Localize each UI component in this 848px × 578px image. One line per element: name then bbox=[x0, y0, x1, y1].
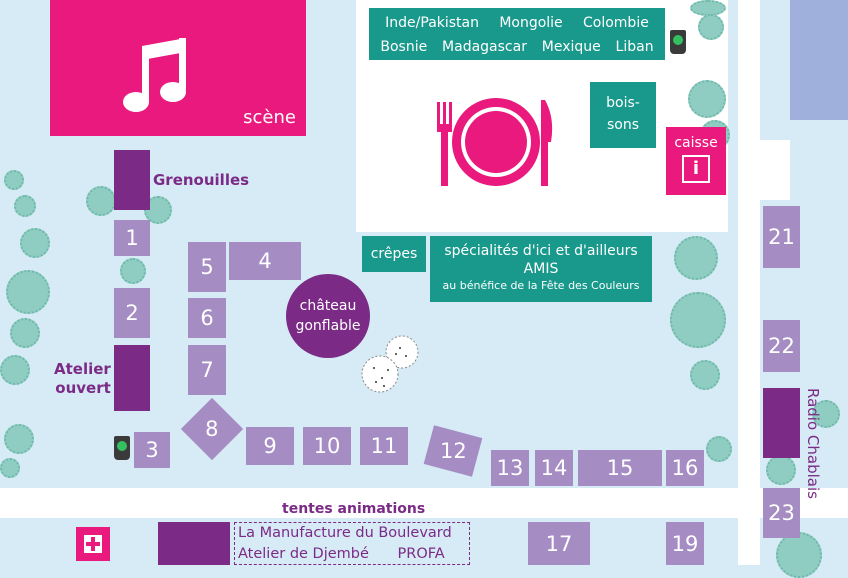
atelier-label-line: ouvert bbox=[55, 379, 111, 397]
street-right bbox=[738, 0, 760, 565]
recycling-bin-icon bbox=[114, 436, 130, 460]
grenouilles-label: Grenouilles bbox=[153, 171, 250, 189]
tree bbox=[14, 195, 36, 217]
stand-21[interactable]: 21 bbox=[763, 206, 800, 268]
tree bbox=[812, 400, 840, 428]
building-far-right bbox=[790, 0, 848, 120]
specialites-line1: spécialités d'ici et d'ailleurs bbox=[444, 243, 638, 259]
specialites-stand[interactable]: spécialités d'ici et d'ailleurs AMIS au … bbox=[430, 236, 652, 302]
stand-12[interactable]: 12 bbox=[423, 425, 483, 477]
stand-10[interactable]: 10 bbox=[303, 427, 351, 465]
tree bbox=[670, 292, 726, 348]
country-label: Bosnie bbox=[380, 39, 428, 55]
stand-15[interactable]: 15 bbox=[578, 450, 662, 486]
radio-chablais-label: Radio Chablais bbox=[804, 388, 822, 499]
atelier-ouvert-tent[interactable] bbox=[114, 345, 150, 411]
tree bbox=[776, 532, 822, 578]
stand-12-number: 12 bbox=[439, 438, 467, 463]
tree bbox=[0, 458, 20, 478]
tree bbox=[688, 80, 726, 118]
tree bbox=[690, 360, 720, 390]
crepes-stand[interactable]: crêpes bbox=[362, 236, 426, 272]
country-label: Mexique bbox=[541, 39, 601, 55]
stand-8-number: 8 bbox=[205, 417, 219, 441]
tree bbox=[706, 436, 732, 462]
stand-2[interactable]: 2 bbox=[114, 288, 150, 338]
stand-7[interactable]: 7 bbox=[188, 345, 226, 395]
plate-cutlery-icon bbox=[437, 98, 553, 186]
stage[interactable]: scène bbox=[50, 0, 306, 136]
cashier-booth[interactable]: caisse i bbox=[666, 127, 726, 195]
tree bbox=[698, 14, 724, 40]
animations-row1: La Manufacture du Boulevard bbox=[238, 525, 452, 541]
stand-23[interactable]: 23 bbox=[763, 488, 800, 538]
tree bbox=[10, 318, 40, 348]
tree bbox=[86, 186, 116, 216]
stand-17[interactable]: 17 bbox=[528, 522, 590, 565]
music-note-icon bbox=[123, 38, 186, 112]
atelier-label-line: Atelier bbox=[54, 360, 111, 378]
tree bbox=[674, 236, 718, 280]
stand-1[interactable]: 1 bbox=[114, 220, 150, 256]
animations-item: Atelier de Djembé bbox=[238, 546, 369, 562]
tentes-animations-label: tentes animations bbox=[282, 501, 426, 517]
countries-row-1: Inde/Pakistan Mongolie Colombie bbox=[369, 11, 665, 35]
stage-label: scène bbox=[243, 107, 296, 128]
grenouilles-tent[interactable] bbox=[114, 150, 150, 210]
food-countries-block[interactable]: Inde/Pakistan Mongolie Colombie Bosnie M… bbox=[369, 8, 665, 60]
stand-16[interactable]: 16 bbox=[666, 450, 704, 486]
crepes-label: crêpes bbox=[370, 246, 418, 262]
first-aid-icon bbox=[76, 527, 110, 561]
animation-tent[interactable] bbox=[158, 522, 230, 565]
stand-14[interactable]: 14 bbox=[535, 450, 573, 486]
radio-chablais-tent[interactable] bbox=[763, 388, 800, 458]
stand-11[interactable]: 11 bbox=[360, 427, 408, 465]
animations-item: PROFA bbox=[397, 546, 445, 562]
tree bbox=[6, 270, 50, 314]
specialites-line2: AMIS bbox=[523, 261, 559, 277]
drinks-label: sons bbox=[606, 117, 640, 133]
tree bbox=[0, 355, 30, 385]
stand-6[interactable]: 6 bbox=[188, 298, 226, 338]
castle-label: gonflable bbox=[295, 318, 361, 334]
stand-13[interactable]: 13 bbox=[491, 450, 529, 486]
country-label: Madagascar bbox=[442, 39, 527, 55]
drinks-stand[interactable]: bois- sons bbox=[590, 82, 656, 148]
drinks-label: bois- bbox=[606, 95, 640, 111]
recycling-bin-icon bbox=[670, 30, 686, 54]
animations-row2: Atelier de Djembé PROFA bbox=[238, 544, 469, 565]
tree bbox=[20, 228, 50, 258]
info-icon: i bbox=[682, 155, 710, 183]
bouncy-castle[interactable]: château gonflable bbox=[286, 274, 370, 358]
specialites-line3: au bénéfice de la Fête des Couleurs bbox=[442, 279, 640, 292]
animations-list[interactable]: La Manufacture du Boulevard Atelier de D… bbox=[234, 522, 470, 565]
street-bottom bbox=[0, 488, 848, 518]
tree bbox=[4, 170, 24, 190]
atelier-label: Atelier ouvert bbox=[54, 360, 111, 398]
stand-8[interactable]: 8 bbox=[180, 397, 244, 461]
stand-4[interactable]: 4 bbox=[229, 242, 301, 280]
cashier-label: caisse bbox=[674, 135, 718, 151]
stand-22[interactable]: 22 bbox=[763, 320, 800, 372]
country-label: Liban bbox=[615, 39, 654, 55]
countries-row-2: Bosnie Madagascar Mexique Liban bbox=[369, 35, 665, 59]
tree bbox=[120, 258, 146, 284]
building-right bbox=[760, 140, 790, 200]
stand-5[interactable]: 5 bbox=[188, 242, 226, 292]
country-label: Inde/Pakistan bbox=[385, 15, 479, 31]
stand-9[interactable]: 9 bbox=[246, 427, 294, 465]
country-label: Colombie bbox=[583, 15, 649, 31]
tree bbox=[766, 455, 796, 485]
tree bbox=[4, 424, 34, 454]
castle-label: château bbox=[299, 298, 357, 314]
sandpit-icon bbox=[361, 335, 419, 393]
country-label: Mongolie bbox=[499, 15, 563, 31]
stand-19[interactable]: 19 bbox=[666, 522, 704, 565]
stand-3[interactable]: 3 bbox=[134, 432, 170, 468]
